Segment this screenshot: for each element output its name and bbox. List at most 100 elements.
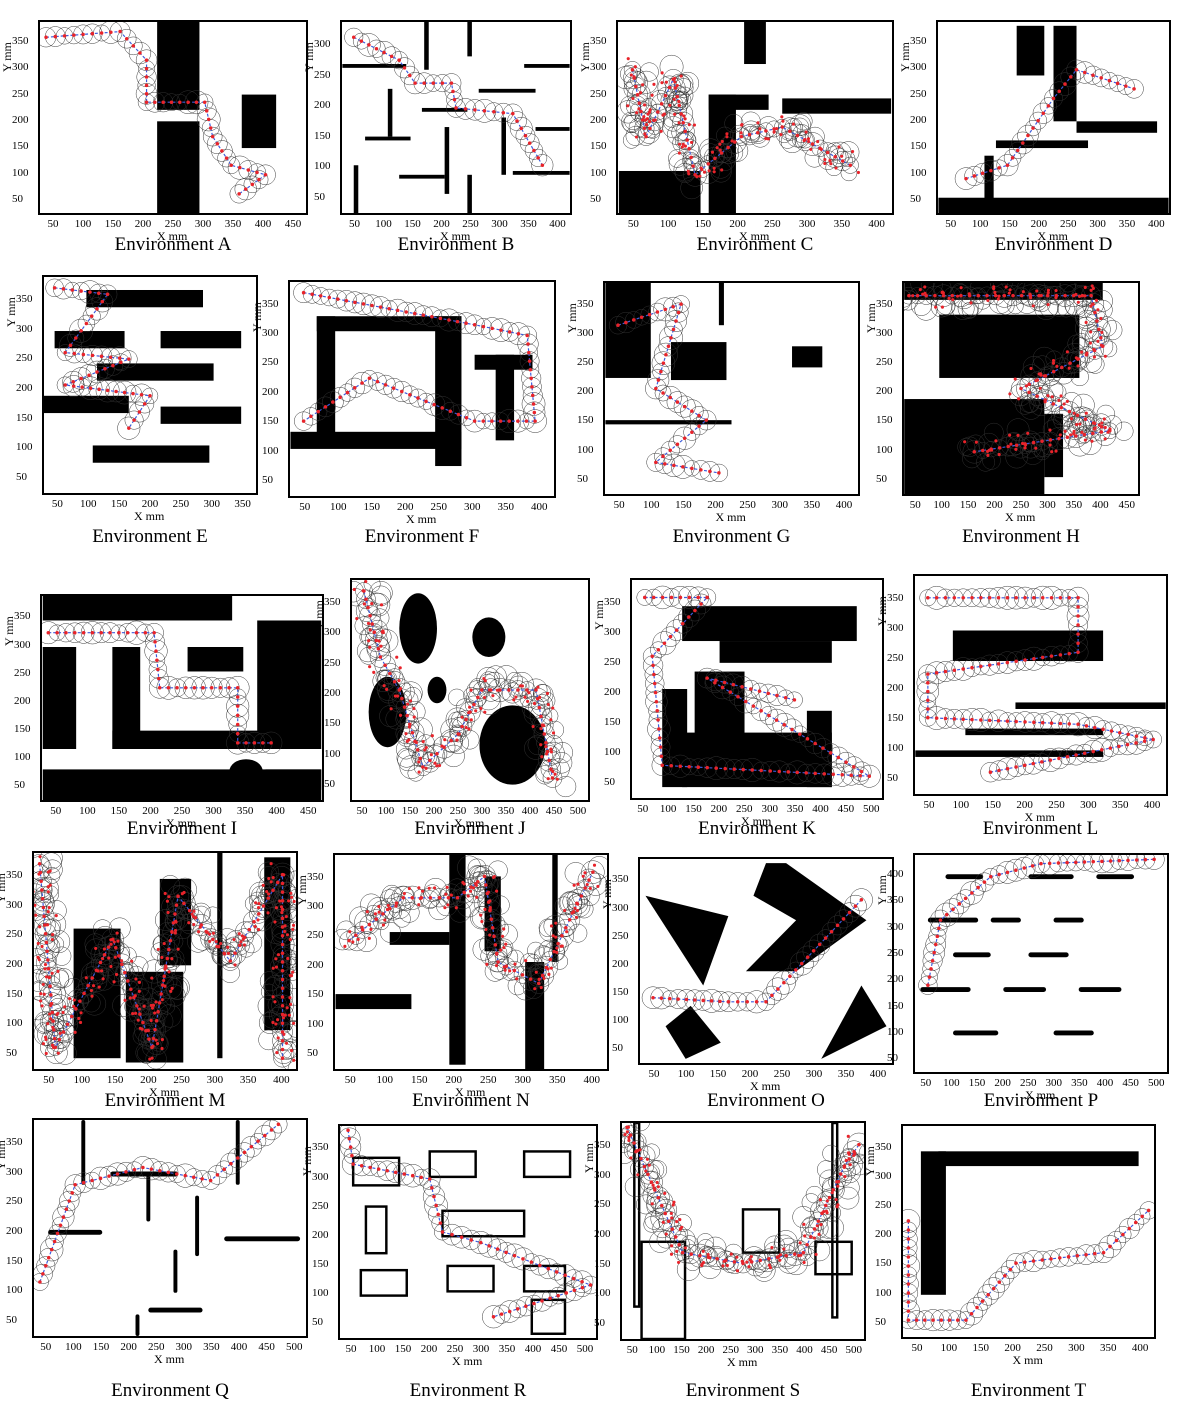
sensor-circle	[667, 125, 687, 145]
y-tick-label: 100	[314, 160, 331, 172]
path-node	[169, 990, 172, 993]
path-node	[947, 297, 950, 300]
path-node	[215, 945, 218, 948]
path-node	[1083, 71, 1087, 75]
path-node	[465, 416, 469, 420]
path-node	[467, 711, 470, 714]
path-node	[48, 976, 52, 980]
x-tick-label: 350	[838, 1068, 855, 1080]
path-node	[1046, 394, 1049, 397]
obstacle	[422, 108, 467, 112]
path-node	[526, 342, 530, 346]
path-node	[44, 36, 48, 40]
path-node	[42, 914, 46, 918]
path-node	[227, 686, 231, 690]
path-node	[997, 166, 1001, 170]
x-tick-label: 50	[923, 799, 934, 811]
path-node	[705, 596, 709, 600]
path-node	[41, 1272, 45, 1276]
path-node	[90, 976, 94, 980]
path-node	[286, 1006, 289, 1009]
path-node	[56, 1012, 59, 1015]
plot-area	[901, 1124, 1156, 1339]
y-tick-label: 200	[577, 385, 594, 397]
x-tick-label: 150	[111, 805, 128, 817]
path-node	[1059, 433, 1062, 436]
x-tick-label: 400	[584, 1074, 601, 1086]
path-node	[158, 1169, 162, 1173]
path-node	[790, 728, 794, 732]
path-node	[68, 997, 71, 1000]
path-node	[678, 121, 681, 124]
path-node	[236, 695, 240, 699]
path-node	[826, 151, 830, 155]
path-node	[849, 1163, 852, 1166]
path-node	[708, 169, 711, 172]
y-axis-label: Y mm	[2, 616, 17, 646]
path-node	[839, 1172, 843, 1176]
x-tick-label: 100	[933, 499, 950, 511]
path-node	[97, 291, 101, 295]
path-node	[256, 918, 259, 921]
path-node	[721, 1264, 724, 1267]
y-tick-label: 250	[6, 928, 23, 940]
obstacle	[224, 1236, 300, 1241]
environment-title: Environment E	[80, 526, 220, 548]
path-node	[386, 908, 389, 911]
path-node	[552, 950, 556, 954]
path-node	[923, 1318, 927, 1322]
path-node	[513, 969, 517, 973]
path-node	[944, 717, 948, 721]
path-node	[438, 764, 441, 767]
path-node	[1050, 596, 1054, 600]
x-tick-label: 400	[549, 218, 566, 230]
y-axis-label: Y mm	[582, 1143, 597, 1173]
path-node	[580, 1280, 584, 1284]
x-tick-label: 300	[464, 501, 481, 513]
path-node	[684, 117, 687, 120]
path-node	[1132, 87, 1136, 91]
y-tick-label: 50	[14, 779, 25, 791]
path-node	[63, 351, 67, 355]
path-node	[219, 942, 222, 945]
path-node	[1100, 421, 1103, 424]
path-node	[934, 943, 938, 947]
path-node	[47, 967, 51, 971]
path-node	[394, 905, 397, 908]
path-node	[777, 1255, 780, 1258]
path-node	[1038, 372, 1041, 375]
path-node	[1134, 741, 1138, 745]
path-node	[720, 168, 723, 171]
x-tick-label: 50	[357, 805, 368, 817]
path-node	[756, 131, 760, 135]
path-node	[90, 989, 93, 992]
path-node	[683, 436, 687, 440]
path-node	[289, 892, 292, 895]
path-node	[310, 293, 314, 297]
path-node	[100, 31, 104, 35]
path-node	[360, 1164, 364, 1168]
path-node	[997, 596, 1001, 600]
path-node	[50, 1002, 54, 1006]
path-node	[1080, 351, 1083, 354]
y-tick-label: 150	[590, 140, 607, 152]
path-node	[623, 1133, 626, 1136]
path-node	[54, 35, 58, 39]
y-tick-label: 150	[6, 1255, 23, 1267]
path-node	[418, 757, 422, 761]
path-node	[1052, 359, 1055, 362]
obstacle	[388, 89, 393, 137]
path-node	[175, 1172, 179, 1176]
path-node	[907, 1273, 911, 1277]
path-node	[70, 1015, 74, 1019]
path-node	[281, 1004, 285, 1008]
path-node	[719, 149, 722, 152]
obstacle	[428, 677, 447, 703]
path-node	[1066, 436, 1070, 440]
path-node	[759, 709, 763, 713]
path-node	[822, 772, 826, 776]
path-node	[975, 1306, 979, 1310]
path-node	[1097, 328, 1101, 332]
x-tick-label: 350	[772, 1344, 789, 1356]
path-node	[99, 1177, 103, 1181]
